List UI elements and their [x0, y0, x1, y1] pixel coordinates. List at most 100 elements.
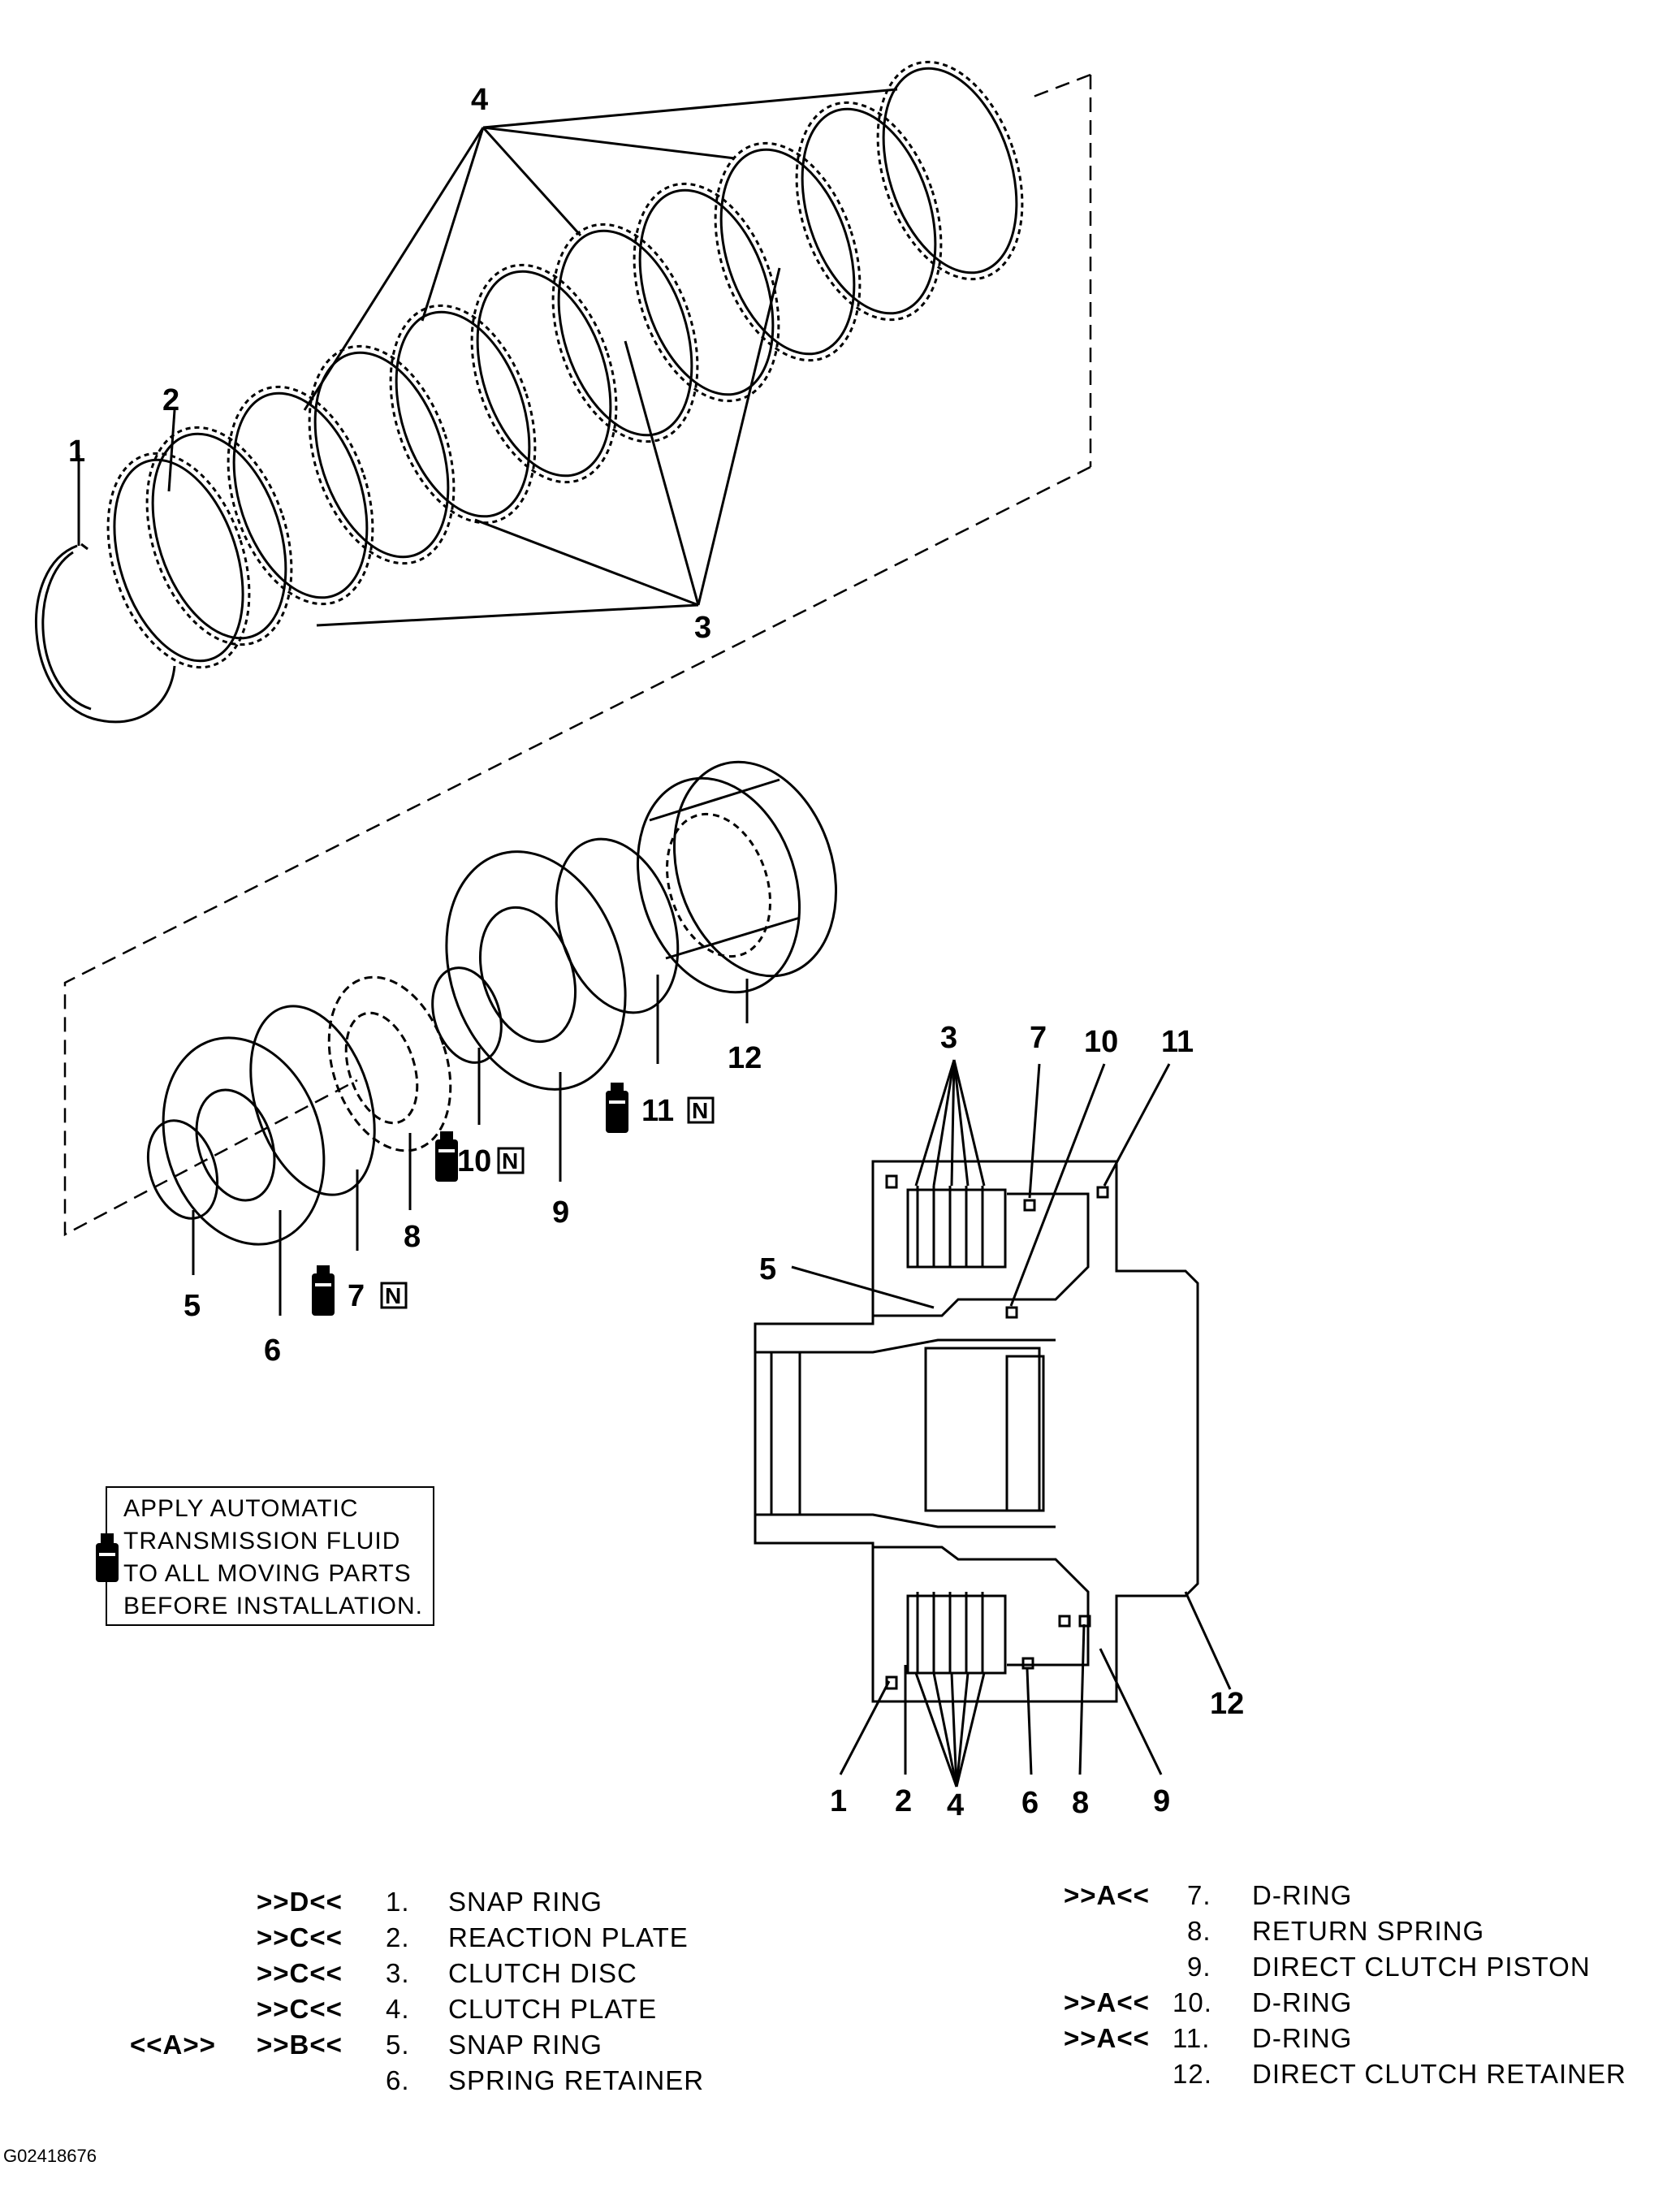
install-code-secondary: <<A>>: [130, 2030, 216, 2060]
legend-row: >>C<< 2. REACTION PLATE: [130, 1920, 747, 1956]
reaction-plate: [113, 458, 244, 663]
callout-8-mid: 8: [404, 1220, 421, 1254]
fluid-bottle-icon: [312, 1265, 335, 1316]
piston-assembly-exploded: [146, 760, 838, 1316]
callout-12-mid: 12: [728, 1041, 762, 1075]
callout-6-section: 6: [1021, 1786, 1039, 1820]
install-code: >>B<<: [257, 2030, 343, 2060]
note-line: TRANSMISSION FLUID: [123, 1528, 401, 1554]
note-line: APPLY AUTOMATIC: [123, 1495, 359, 1522]
leader-lines-top: [77, 88, 898, 627]
callout-3-top: 3: [694, 611, 711, 645]
part-number: 10.: [1173, 1987, 1212, 2017]
plate-2: [801, 107, 937, 315]
callout-9-section: 9: [1153, 1784, 1170, 1818]
install-code: >>C<<: [257, 1994, 343, 2024]
callout-7-mid: 7: [348, 1279, 365, 1313]
part-number: 9.: [1187, 1952, 1211, 1982]
fluid-bottle-icon: [435, 1131, 458, 1182]
legend-row: 6. SPRING RETAINER: [130, 2063, 747, 2099]
install-code: >>A<<: [1064, 2023, 1150, 2053]
part-name: RETURN SPRING: [1252, 1916, 1485, 1946]
legend-row: >>C<< 4. CLUTCH PLATE: [130, 1991, 747, 2027]
legend-row: 9. DIRECT CLUTCH PISTON: [1064, 1949, 1665, 1985]
callout-4-top: 4: [471, 83, 488, 117]
callout-8-section: 8: [1072, 1786, 1089, 1820]
new-part-mark-7: N: [385, 1283, 401, 1308]
parts-legend-right: >>A<< 7. D-RING 8. RETURN SPRING 9. DIRECT C…: [1064, 1878, 1665, 2092]
legend-row: >>A<< 7. D-RING: [1064, 1878, 1665, 1913]
legend-row: >>D<< 1. SNAP RING: [130, 1884, 747, 1920]
callout-11-mid: 11: [641, 1094, 674, 1128]
part-name: REACTION PLATE: [448, 1922, 689, 1952]
legend-row: 8. RETURN SPRING: [1064, 1913, 1665, 1949]
install-code: >>A<<: [1064, 1880, 1150, 1910]
spring-retainer: [162, 1036, 326, 1246]
callout-11-section: 11: [1161, 1025, 1194, 1059]
clutch-pack-exploded: [35, 60, 1092, 1237]
fluid-bottle-icon: [96, 1533, 119, 1582]
callout-5-mid: 5: [184, 1289, 201, 1323]
part-number: 7.: [1187, 1880, 1211, 1910]
callout-2-section: 2: [895, 1784, 912, 1818]
part-number: 4.: [386, 1994, 410, 2024]
d-ring-7: [249, 1005, 376, 1196]
part-name: SPRING RETAINER: [448, 2065, 705, 2095]
parts-legend-left: >>D<< 1. SNAP RING >>C<< 2. REACTION PLATE >…: [130, 1884, 747, 2099]
plate-1: [882, 67, 1018, 275]
install-code: >>C<<: [257, 1958, 343, 1988]
part-name: DIRECT CLUTCH PISTON: [1252, 1952, 1591, 1982]
callout-5-section: 5: [759, 1252, 776, 1286]
callout-12-section: 12: [1210, 1687, 1244, 1721]
callout-4-section: 4: [947, 1788, 964, 1822]
legend-row: >>C<< 3. CLUTCH DISC: [130, 1956, 747, 1991]
figure-id: G02418676: [3, 2146, 97, 2166]
part-name: CLUTCH DISC: [448, 1958, 637, 1988]
part-name: D-RING: [1252, 1987, 1353, 2017]
callout-2-top: 2: [162, 383, 179, 417]
fluid-note-box: APPLY AUTOMATIC TRANSMISSION FLUID TO AL…: [96, 1486, 434, 1626]
legend-row: >>A<< 11. D-RING: [1064, 2021, 1665, 2056]
new-part-mark-10: N: [502, 1148, 518, 1174]
part-name: D-RING: [1252, 2023, 1353, 2053]
callout-6-mid: 6: [264, 1334, 281, 1368]
new-part-mark-11: N: [692, 1098, 708, 1123]
part-number: 11.: [1173, 2023, 1211, 2053]
snap-ring: [35, 543, 176, 724]
clutch-plates: [35, 60, 1024, 724]
callout-9-mid: 9: [552, 1195, 569, 1230]
cross-section: [754, 1059, 1232, 1788]
part-number: 6.: [386, 2065, 410, 2095]
callout-10-mid: 10: [457, 1144, 491, 1178]
callout-1-section: 1: [830, 1784, 847, 1818]
legend-row: >>A<< 10. D-RING: [1064, 1985, 1665, 2021]
direct-clutch-piston: [445, 850, 627, 1091]
part-name: D-RING: [1252, 1880, 1353, 1910]
part-name: SNAP RING: [448, 2030, 602, 2060]
part-name: DIRECT CLUTCH RETAINER: [1252, 2059, 1626, 2089]
part-number: 3.: [386, 1958, 410, 1988]
callout-7-section: 7: [1030, 1021, 1047, 1055]
part-number: 5.: [386, 2030, 410, 2060]
note-line: BEFORE INSTALLATION.: [123, 1593, 423, 1619]
snap-ring-5: [146, 1119, 219, 1220]
fluid-note-text: APPLY AUTOMATIC TRANSMISSION FLUID TO AL…: [123, 1493, 423, 1623]
direct-clutch-retainer: [636, 776, 801, 994]
part-number: 1.: [386, 1887, 410, 1917]
callout-10-section: 10: [1084, 1025, 1118, 1059]
install-code: >>C<<: [257, 1922, 343, 1952]
part-name: CLUTCH PLATE: [448, 1994, 658, 2024]
part-number: 8.: [1187, 1916, 1211, 1946]
callout-3-section: 3: [940, 1021, 957, 1055]
part-name: SNAP RING: [448, 1887, 602, 1917]
install-code: >>A<<: [1064, 1987, 1150, 2017]
return-spring: [327, 975, 452, 1152]
group-outline: [63, 73, 1092, 1237]
part-number: 2.: [386, 1922, 410, 1952]
part-number: 12.: [1173, 2059, 1212, 2089]
legend-row: 12. DIRECT CLUTCH RETAINER: [1064, 2056, 1665, 2092]
install-code: >>D<<: [257, 1887, 343, 1917]
note-line: TO ALL MOVING PARTS: [123, 1560, 412, 1587]
fluid-bottle-icon: [606, 1083, 628, 1133]
